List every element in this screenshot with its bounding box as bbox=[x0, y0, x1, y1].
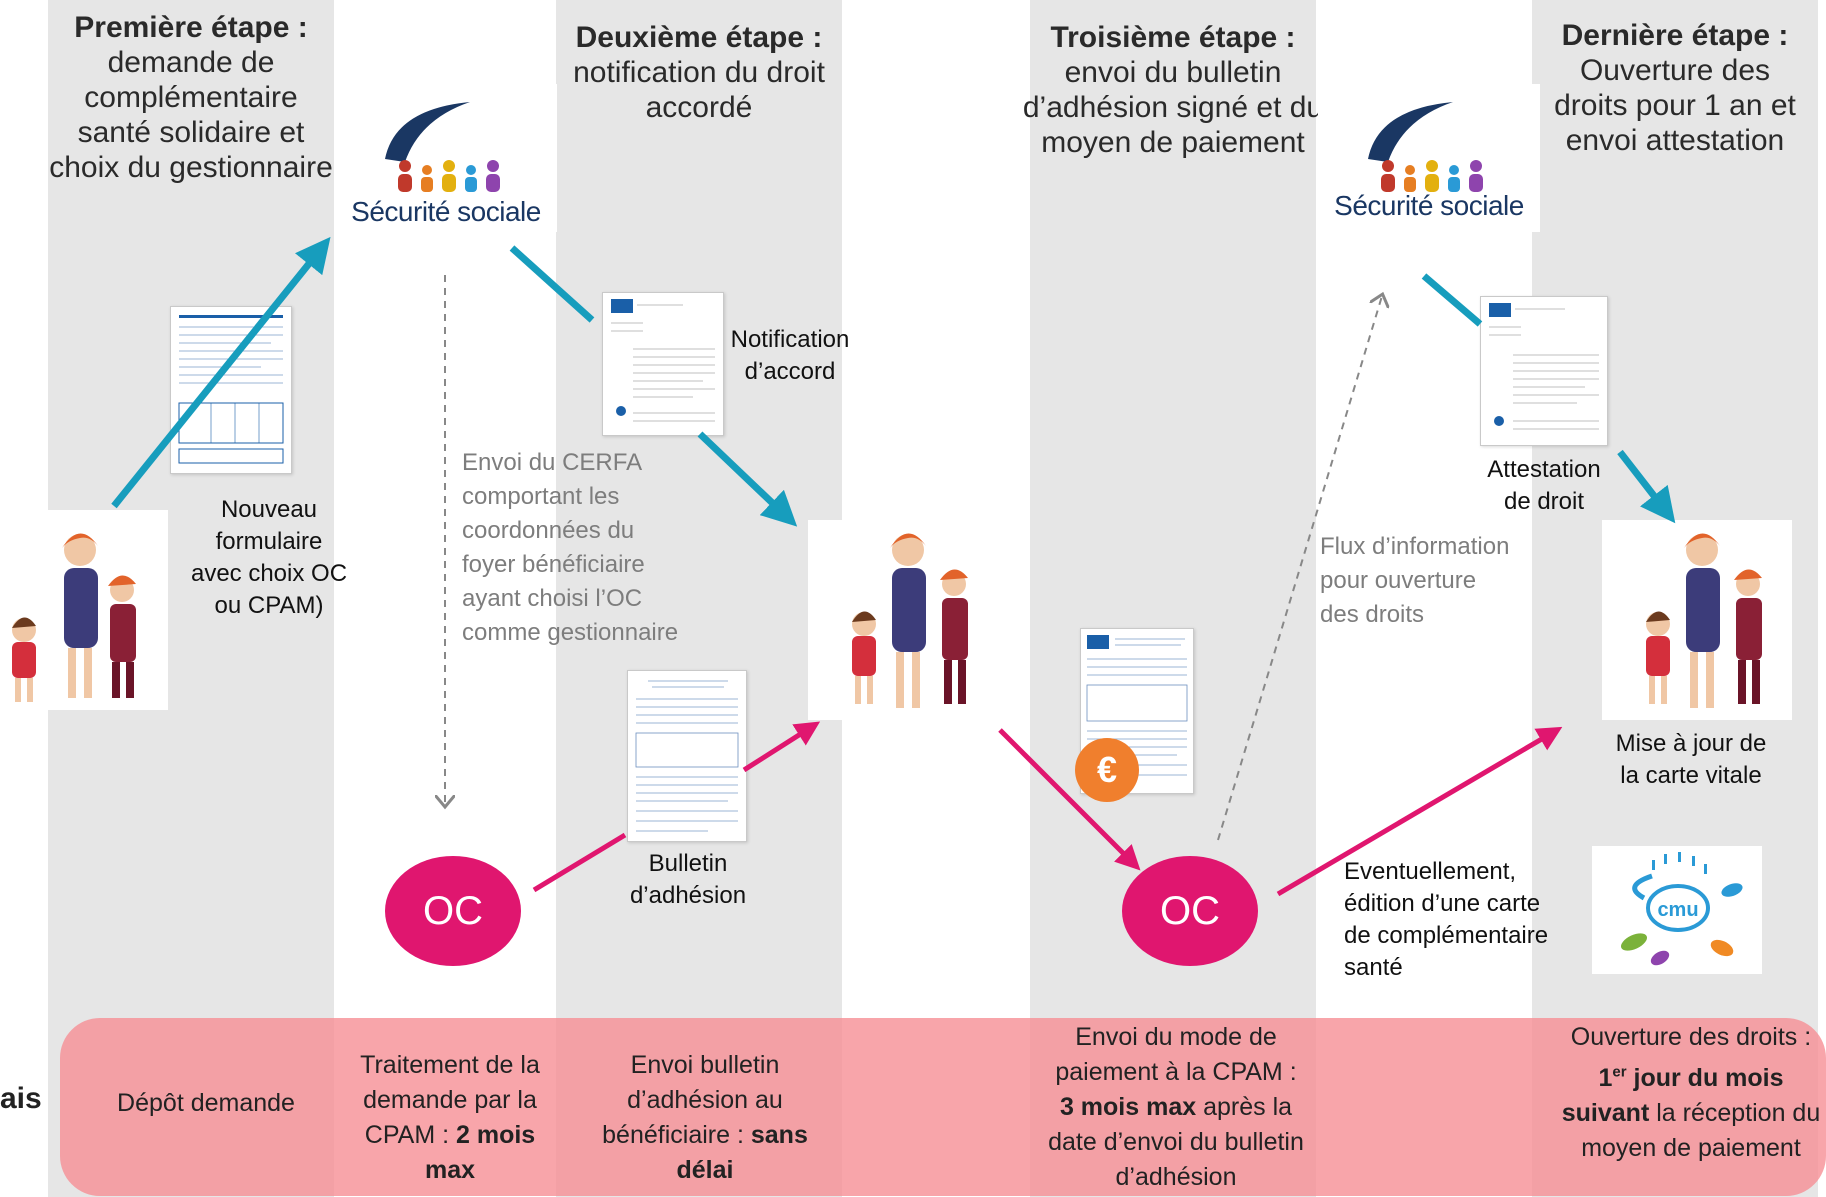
secu-logo-2: Sécurité sociale bbox=[1318, 84, 1540, 232]
label-notification: Notification d’accord bbox=[730, 326, 850, 385]
letter-lines-icon bbox=[611, 299, 715, 422]
stage-column-2 bbox=[556, 0, 842, 1197]
label-eventuellement: Eventuellement, édition d’une carte de c… bbox=[1344, 858, 1549, 981]
secu-logo-icon bbox=[385, 102, 500, 192]
label-mise-a-jour: Mise à jour de la carte vitale bbox=[1615, 730, 1767, 789]
secu-logo-1: Sécurité sociale bbox=[335, 84, 557, 232]
bulletin-document bbox=[627, 670, 747, 842]
formulaire-document bbox=[170, 306, 292, 474]
timeline-traitement: Traitement de la demande par la CPAM : 2… bbox=[360, 1051, 540, 1184]
label-nouveau-formulaire: Nouveau formulaire avec choix OC ou CPAM… bbox=[190, 496, 348, 619]
oc-circle-2: OC bbox=[1122, 856, 1258, 966]
stage-title-3: Troisième étape :envoi du bulletin d’adh… bbox=[1022, 21, 1324, 159]
note-envoi-cerfa: Envoi du CERFA comportant les coordonnée… bbox=[462, 449, 679, 646]
oc-circle-1: OC bbox=[385, 856, 521, 966]
euro-icon: € bbox=[1075, 738, 1139, 802]
stage-title-2: Deuxième étape :notification du droit ac… bbox=[573, 21, 825, 124]
stage-title-1: Première étape :demande de complémentair… bbox=[49, 11, 333, 184]
timeline-ouverture: Ouverture des droits : 1er jour du mois … bbox=[1561, 1023, 1821, 1163]
label-bulletin: Bulletin d’adhésion bbox=[629, 850, 747, 909]
note-flux: Flux d’information pour ouverture des dr… bbox=[1320, 533, 1510, 628]
cmu-logo: cmu bbox=[1592, 846, 1762, 974]
secu-logo-icon bbox=[1368, 102, 1483, 192]
cmu-text: cmu bbox=[1657, 899, 1698, 921]
cmu-logo-icon: cmu bbox=[1620, 852, 1743, 966]
attestation-document bbox=[1480, 296, 1608, 446]
label-attestation: Attestation de droit bbox=[1487, 456, 1601, 515]
timeline-band bbox=[60, 1018, 1826, 1196]
timeline-side-label: ais bbox=[0, 1082, 42, 1115]
stage-title-4: Dernière étape :Ouverture des droits pou… bbox=[1554, 19, 1796, 157]
secu-logo-text: Sécurité sociale bbox=[351, 196, 541, 227]
secu-logo-text: Sécurité sociale bbox=[1334, 190, 1524, 221]
bulletin-lines-icon bbox=[635, 680, 739, 832]
arrow-secu2-to-attestation bbox=[1421, 273, 1483, 327]
notification-document bbox=[602, 292, 724, 436]
timeline-envoi-mode: Envoi du mode de paiement à la CPAM : 3 … bbox=[1048, 1023, 1304, 1191]
attestation-lines-icon bbox=[1489, 303, 1599, 430]
timeline-envoi-bulletin: Envoi bulletin d’adhésion au bénéficiair… bbox=[602, 1051, 808, 1184]
timeline-depot: Dépôt demande bbox=[117, 1089, 295, 1117]
form-lines-icon bbox=[178, 315, 284, 464]
